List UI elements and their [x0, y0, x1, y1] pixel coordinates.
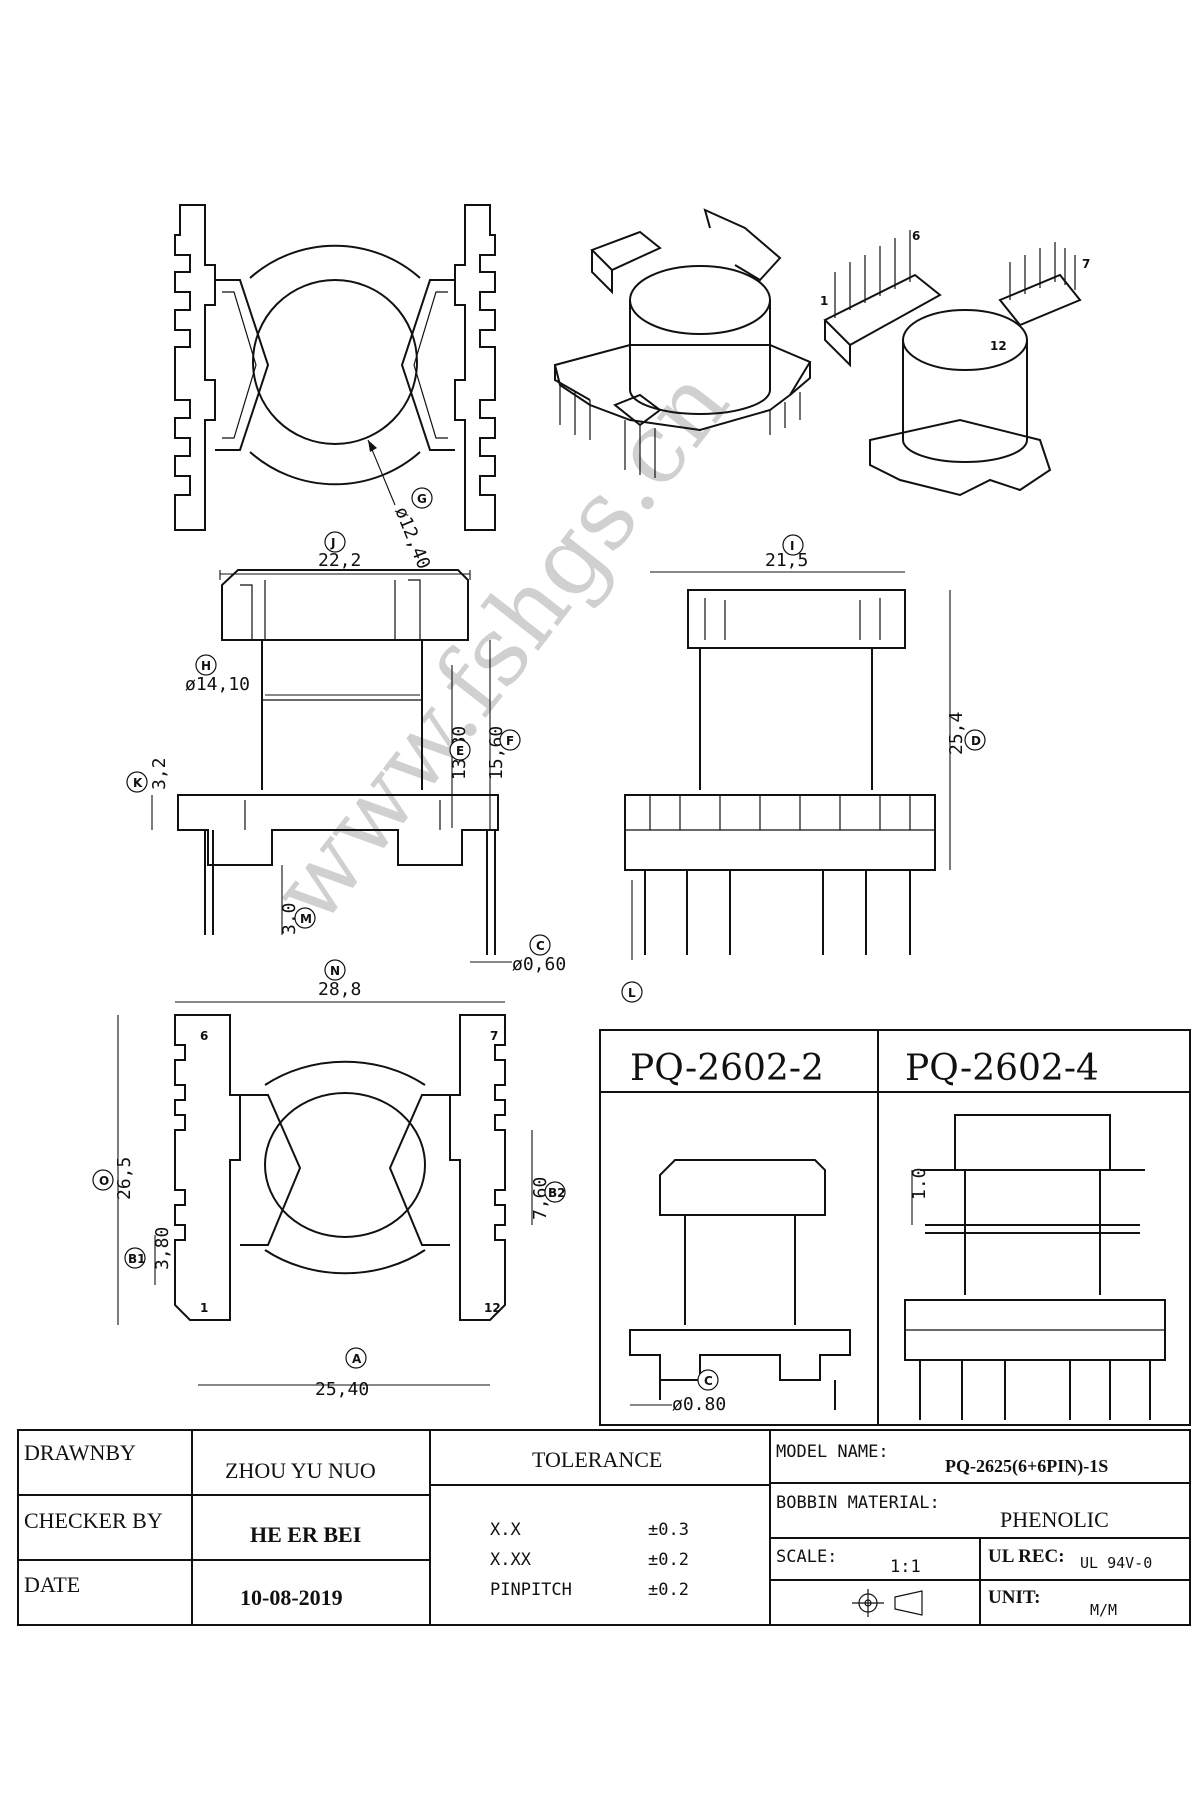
dim-a-value: 25,40 — [315, 1379, 369, 1400]
variant-table: PQ-2602-2 PQ-2602-4 ø0.80 C 1.0 — [599, 1029, 1191, 1426]
tol-val-3: ±0.2 — [648, 1580, 689, 1600]
marker-g: G — [417, 492, 427, 506]
dim-k-value: 3,2 — [149, 757, 170, 790]
tol-key-2: X.XX — [490, 1550, 532, 1570]
marker-k: K — [133, 776, 143, 790]
tol-val-1: ±0.3 — [648, 1520, 689, 1540]
marker-a: A — [352, 1352, 362, 1366]
date-value: 10-08-2019 — [240, 1585, 343, 1610]
checker-label: CHECKER BY — [24, 1508, 163, 1533]
tol-key-1: X.X — [490, 1520, 521, 1540]
dim-gap-value: 1.0 — [909, 1167, 930, 1200]
dim-c-value: ø0,60 — [512, 954, 566, 975]
isometric-view-1 — [553, 208, 812, 478]
tol-key-3: PINPITCH — [490, 1580, 572, 1600]
iso-pin-6: 6 — [912, 229, 920, 243]
top-view: ø12,40 G — [174, 204, 496, 572]
dim-i-value: 21,5 — [765, 550, 808, 571]
marker-m: M — [300, 912, 312, 926]
pin-label-12: 12 — [484, 1301, 501, 1315]
pin-label-7: 7 — [490, 1029, 498, 1043]
iso-pin-12: 12 — [990, 339, 1007, 353]
marker-i: I — [790, 539, 794, 553]
marker-j: J — [330, 536, 335, 550]
dim-h-value: ø14,10 — [185, 674, 250, 695]
side-view: 21,5 I 25,4 D L — [621, 534, 986, 1003]
marker-e: E — [456, 744, 464, 758]
model-value: PQ-2625(6+6PIN)-1S — [945, 1456, 1108, 1477]
unit-value: M/M — [1090, 1601, 1117, 1619]
ul-label: UL REC: — [988, 1546, 1065, 1567]
checker-value: HE ER BEI — [250, 1522, 361, 1547]
dim-n-value: 28,8 — [318, 979, 361, 1000]
variant-4-title: PQ-2602-4 — [905, 1048, 1099, 1089]
marker-d: D — [971, 734, 981, 748]
dim-j-value: 22,2 — [318, 550, 361, 571]
isometric-view-2: 6 7 1 12 — [820, 229, 1090, 497]
scale-label: SCALE: — [776, 1547, 837, 1567]
drawnby-value: ZHOU YU NUO — [225, 1458, 376, 1483]
front-view: 22,2 J ø14,10 H 13,80 E 15,60 F 3,2 K 3,… — [126, 531, 566, 975]
marker-b2: B2 — [548, 1186, 566, 1200]
bottom-view: 6 7 1 12 28,8 N 26,5 O 7,60 B2 3,80 B1 2… — [92, 959, 566, 1400]
marker-n: N — [330, 964, 340, 978]
ul-value: UL 94V-0 — [1080, 1554, 1152, 1572]
material-value: PHENOLIC — [1000, 1507, 1109, 1532]
dim-m-value: 3,0 — [279, 902, 300, 935]
pin-label-1: 1 — [200, 1301, 208, 1315]
tolerance-label: TOLERANCE — [532, 1447, 662, 1472]
dim-b1-value: 3,80 — [152, 1227, 173, 1270]
variant-2-title: PQ-2602-2 — [630, 1048, 824, 1089]
marker-c: C — [536, 939, 545, 953]
marker-c2: C — [704, 1374, 713, 1388]
material-label: BOBBIN MATERIAL: — [776, 1493, 940, 1513]
dim-o-value: 26,5 — [114, 1157, 135, 1200]
watermark: www.fshgs.cn — [250, 348, 750, 944]
dim-d-value: 25,4 — [946, 712, 967, 755]
marker-o: O — [99, 1174, 109, 1188]
tol-val-2: ±0.2 — [648, 1550, 689, 1570]
marker-l: L — [628, 986, 636, 1000]
marker-h: H — [201, 659, 211, 673]
model-label: MODEL NAME: — [776, 1442, 889, 1462]
dim-g-value: ø12,40 — [390, 504, 434, 572]
drawnby-label: DRAWNBY — [24, 1440, 136, 1465]
iso-pin-1: 1 — [820, 294, 828, 308]
unit-label: UNIT: — [988, 1587, 1040, 1608]
dim-c2-value: ø0.80 — [672, 1394, 726, 1415]
pin-label-6: 6 — [200, 1029, 208, 1043]
title-block: DRAWNBY ZHOU YU NUO CHECKER BY HE ER BEI… — [17, 1429, 1191, 1626]
marker-f: F — [506, 734, 514, 748]
scale-value: 1:1 — [890, 1557, 921, 1577]
marker-b1: B1 — [128, 1252, 146, 1266]
date-label: DATE — [24, 1572, 80, 1597]
iso-pin-7: 7 — [1082, 257, 1090, 271]
projection-symbol-icon — [852, 1589, 923, 1617]
